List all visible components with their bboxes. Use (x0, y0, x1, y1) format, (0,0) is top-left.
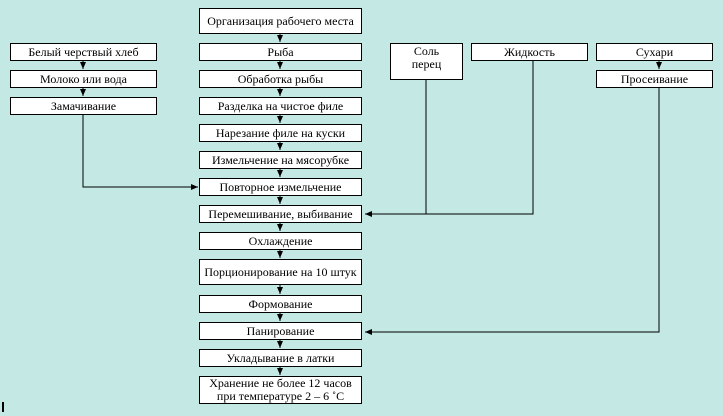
step-shaping: Формование (199, 295, 362, 313)
bread-milk-or-water: Молоко или вода (10, 70, 157, 88)
step-laying-in-trays: Укладывание в латки (199, 349, 362, 367)
bread-stale-white: Белый черствый хлеб (10, 43, 157, 61)
step-mixing: Перемешивание, выбивание (199, 205, 362, 223)
ingredient-liquid: Жидкость (471, 43, 588, 61)
step-storage: Хранение не более 12 часов при температу… (199, 376, 362, 404)
step-mincing: Измельчение на мясорубке (199, 151, 362, 169)
step-workplace: Организация рабочего места (199, 8, 362, 34)
step-cooling: Охлаждение (199, 232, 362, 250)
step-filleting: Разделка на чистое филе (199, 97, 362, 115)
spice-liquid-arrows (365, 61, 534, 217)
crumbs: Сухари (596, 43, 713, 61)
crumbs-sifting: Просеивание (596, 70, 713, 88)
step-fish: Рыба (199, 43, 362, 61)
step-breading: Панирование (199, 322, 362, 340)
step-fish-processing: Обработка рыбы (199, 70, 362, 88)
text-cursor (2, 402, 4, 412)
bread-branch-arrows (80, 61, 198, 190)
step-second-mincing: Повторное измельчение (199, 178, 362, 196)
ingredient-salt-pepper: Соль перец (390, 43, 463, 80)
bread-soaking: Замачивание (10, 97, 157, 115)
step-portioning: Порционирование на 10 штук (199, 259, 362, 285)
crumbs-branch-arrows (365, 61, 662, 335)
step-cutting: Нарезание филе на куски (199, 124, 362, 142)
